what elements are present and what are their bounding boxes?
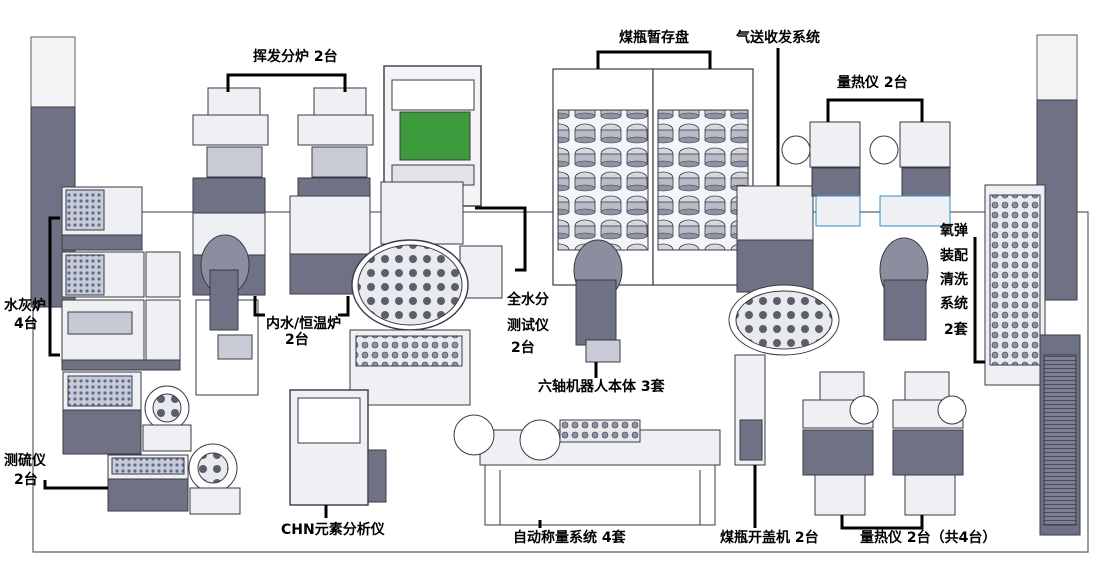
label-oxygen-bomb-line3: 清洗 <box>940 272 968 288</box>
calorimeters-bottom <box>802 371 967 516</box>
label-coal-bottle-storage: 煤瓶暂存盘 <box>619 30 689 46</box>
label-bottle-opener: 煤瓶开盖机 2台 <box>720 530 819 546</box>
label-moisture-oven-line1: 内水/恒温炉 <box>266 316 342 332</box>
label-ash-furnace-line1: 水灰炉 <box>4 298 46 314</box>
label-calorimeter-bottom: 量热仪 2台（共4台） <box>860 530 997 546</box>
label-total-moisture-line2: 测试仪 <box>507 318 549 334</box>
bottle-opener <box>734 354 766 466</box>
label-sulfur-analyzer-line1: 测硫仪 <box>4 453 46 469</box>
oxygen-bomb-system <box>984 184 1081 536</box>
ash-furnace-stack <box>61 186 181 371</box>
leader-lines <box>43 48 985 530</box>
label-oxygen-bomb-line1: 氧弹 <box>940 223 968 239</box>
label-pneumatic-system: 气送收发系统 <box>736 30 820 46</box>
label-volatile-furnace: 挥发分炉 2台 <box>253 49 338 65</box>
chn-analyzer <box>289 389 387 506</box>
label-oxygen-bomb-line5: 2套 <box>944 322 968 338</box>
label-oxygen-bomb-line4: 系统 <box>940 296 968 312</box>
label-total-moisture-line3: 2台 <box>511 340 535 356</box>
label-moisture-oven-line2: 2台 <box>285 332 309 348</box>
sulfur-analyzers <box>62 371 241 515</box>
label-auto-weighing: 自动称量系统 4套 <box>513 530 626 546</box>
label-oxygen-bomb-line2: 装配 <box>940 248 968 264</box>
label-calorimeter-top: 量热仪 2台 <box>837 75 908 91</box>
label-chn-analyzer: CHN元素分析仪 <box>281 522 385 538</box>
robot-arm-right <box>879 237 929 341</box>
volatile-furnaces <box>192 87 374 214</box>
calorimeters-top <box>781 121 951 227</box>
robot-arm-left <box>195 234 259 396</box>
label-ash-furnace-line2: 4台 <box>14 316 38 332</box>
rack-cabinet <box>380 65 503 299</box>
label-sulfur-analyzer-line2: 2台 <box>14 472 38 488</box>
sample-carousel <box>349 239 471 406</box>
label-total-moisture-line1: 全水分 <box>507 292 549 308</box>
robot-arm-center <box>573 239 623 363</box>
auto-weighing-system <box>453 414 721 526</box>
pneumatic-system <box>728 185 840 356</box>
label-robot-arm: 六轴机器人本体 3套 <box>538 379 665 395</box>
moisture-ovens <box>192 195 371 296</box>
